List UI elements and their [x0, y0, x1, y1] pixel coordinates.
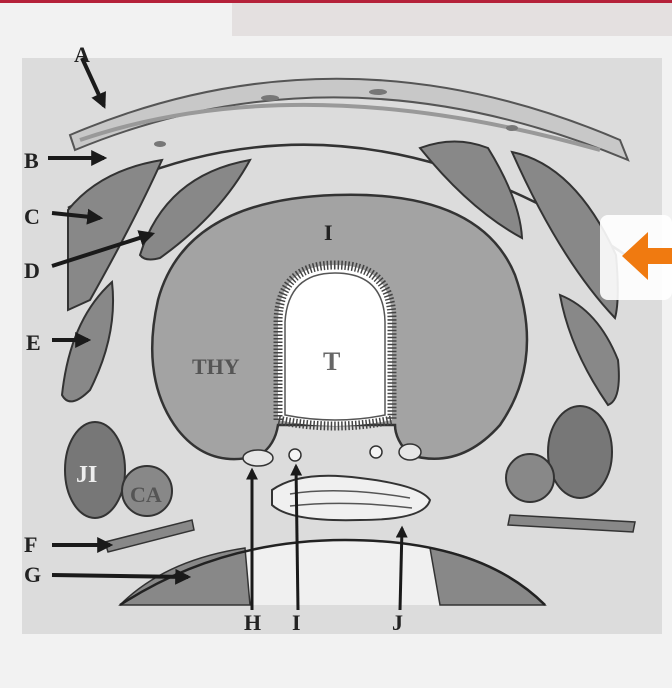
label-i: I — [292, 610, 301, 635]
vessel-dot — [369, 89, 387, 95]
label-isthmus: I — [324, 220, 333, 245]
label-g: G — [24, 562, 41, 587]
label-trachea: T — [323, 347, 340, 376]
pointer-arrow-g — [52, 575, 188, 577]
structure-i — [289, 449, 301, 461]
jugular-vein-right — [548, 406, 612, 498]
nerve-right — [370, 446, 382, 458]
pointer-arrow-j — [400, 528, 402, 610]
label-thyroid: THY — [192, 354, 240, 379]
label-h: H — [244, 610, 261, 635]
label-b: B — [24, 148, 39, 173]
label-d: D — [24, 258, 40, 283]
vessel-dot — [154, 141, 166, 147]
label-e: E — [26, 330, 41, 355]
orange-arrow-icon — [600, 215, 672, 300]
label-a: A — [74, 42, 90, 67]
label-carotid: CA — [130, 482, 162, 507]
vessel-dot — [506, 125, 518, 131]
label-f: F — [24, 532, 37, 557]
structure-h — [243, 450, 273, 466]
vessel-dot — [261, 95, 279, 101]
label-j: J — [392, 610, 403, 635]
parathyroid-right — [399, 444, 421, 460]
label-jugular: JI — [76, 462, 97, 488]
label-c: C — [24, 204, 40, 229]
carotid-artery-right — [506, 454, 554, 502]
pointer-arrow-i — [296, 466, 298, 610]
